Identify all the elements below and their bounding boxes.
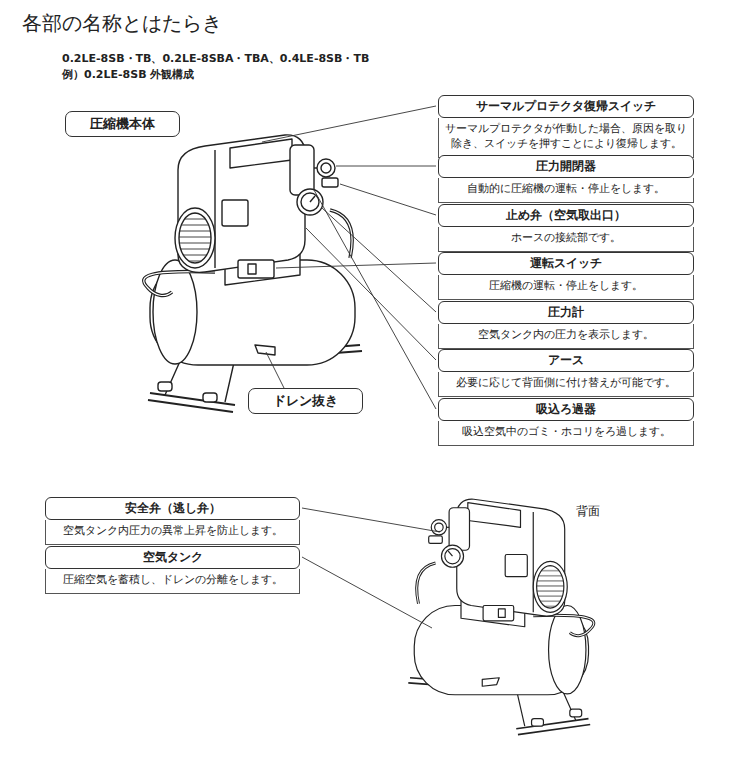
callout-box: 圧力開閉器自動的に圧縮機の運転・停止をします。 [438, 155, 694, 203]
part-name: 吸込ろ過器 [438, 398, 694, 421]
part-description: 圧縮機の運転・停止をします。 [438, 275, 694, 300]
part-description: 自動的に圧縮機の運転・停止をします。 [438, 178, 694, 203]
part-name: 運転スイッチ [438, 252, 694, 275]
part-description: 必要に応じて背面側に付け替えが可能です。 [438, 372, 694, 397]
part-name: サーマルプロテクタ復帰スイッチ [438, 95, 694, 118]
model-label: 0.2LE-8SB・TB、0.2LE-8SBA・TBA、0.4LE-8SB・TB [62, 51, 369, 66]
part-name: アース [438, 349, 694, 372]
part-description: 圧縮空気を蓄積し、ドレンの分離をします。 [45, 569, 300, 594]
callout-box: 運転スイッチ圧縮機の運転・停止をします。 [438, 252, 694, 300]
part-name: 圧縮機本体 [72, 115, 173, 133]
callout-box: 空気タンク圧縮空気を蓄積し、ドレンの分離をします。 [45, 546, 300, 594]
compressor-front-view [144, 135, 362, 412]
page-title: 各部の名称とはたらき [22, 10, 222, 37]
part-name: 空気タンク [45, 546, 300, 569]
part-name-box: 圧縮機本体 [65, 111, 180, 137]
part-name-box: ドレン抜き [248, 388, 363, 414]
part-name: 圧力開閉器 [438, 155, 694, 178]
part-name: 圧力計 [438, 301, 694, 324]
part-name: ドレン抜き [255, 392, 356, 410]
model-label: 例）0.2LE-8SB 外観構成 [62, 67, 194, 82]
leader-line [262, 106, 436, 142]
leader-line [340, 184, 436, 215]
callout-box: サーマルプロテクタ復帰スイッチサーマルプロテクタが作動した場合、原因を取り除き、… [438, 95, 694, 158]
callout-box: 安全弁（逃し弁）空気タンク内圧力の異常上昇を防止します。 [45, 497, 300, 545]
callout-box: アース必要に応じて背面側に付け替えが可能です。 [438, 349, 694, 397]
leader-line [322, 208, 436, 312]
part-description: ホースの接続部です。 [438, 227, 694, 252]
callout-box: 圧力計空気タンク内の圧力を表示します。 [438, 301, 694, 349]
callout-box: 止め弁（空気取出口）ホースの接続部です。 [438, 204, 694, 252]
leader-line [306, 228, 436, 360]
part-name: 安全弁（逃し弁） [45, 497, 300, 520]
part-description: 吸込空気中のゴミ・ホコリをろ過します。 [438, 421, 694, 446]
callout-box: 吸込ろ過器吸込空気中のゴミ・ホコリをろ過します。 [438, 398, 694, 446]
part-description: 空気タンク内圧力の異常上昇を防止します。 [45, 520, 300, 545]
leader-line [314, 190, 436, 409]
part-description: 空気タンク内の圧力を表示します。 [438, 324, 694, 349]
leader-line [266, 352, 285, 390]
leader-line [302, 557, 432, 628]
leader-line [336, 166, 436, 167]
leader-line [302, 508, 440, 532]
part-description: サーマルプロテクタが作動した場合、原因を取り除き、スイッチを押すことにより復帰し… [438, 118, 694, 158]
view-label: 背面 [576, 503, 600, 520]
compressor-back-view [408, 499, 594, 735]
part-name: 止め弁（空気取出口） [438, 204, 694, 227]
